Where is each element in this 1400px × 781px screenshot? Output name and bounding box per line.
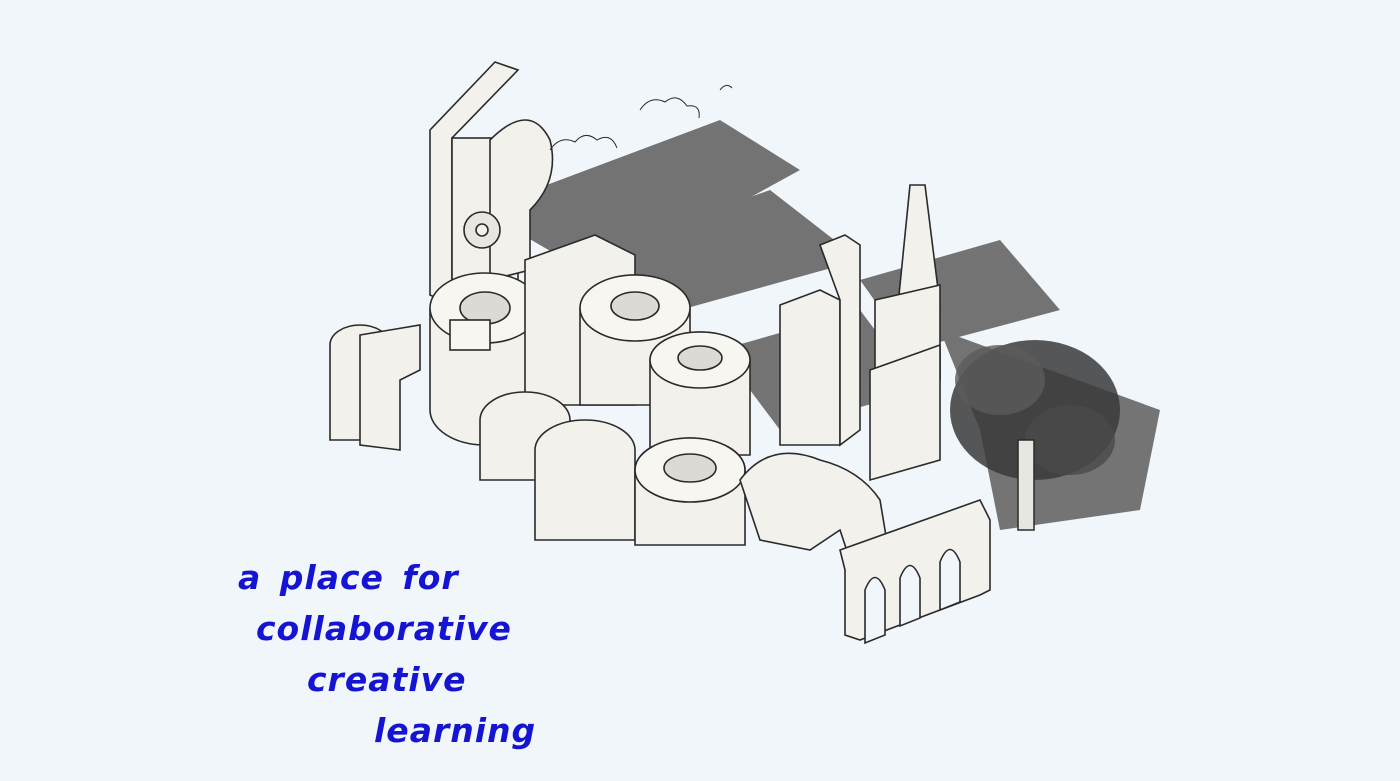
letter-a-top: [489, 119, 554, 282]
letter-buildings: [329, 61, 991, 645]
letter-k-block: [869, 343, 941, 482]
letter-d-bottom: [534, 419, 636, 541]
tree-icon: [950, 340, 1120, 531]
letter-a-small: [359, 324, 421, 451]
smoke-puffs: [549, 84, 733, 151]
tagline-line-4: learning: [374, 711, 537, 750]
window-grid: [449, 319, 491, 351]
letter-l-upper: [818, 234, 861, 447]
tagline-line-3: creative: [307, 660, 467, 699]
arch-openings: [864, 548, 961, 645]
letter-l-building: [779, 289, 841, 446]
isometric-letter-buildings-illustration: [329, 61, 1160, 645]
